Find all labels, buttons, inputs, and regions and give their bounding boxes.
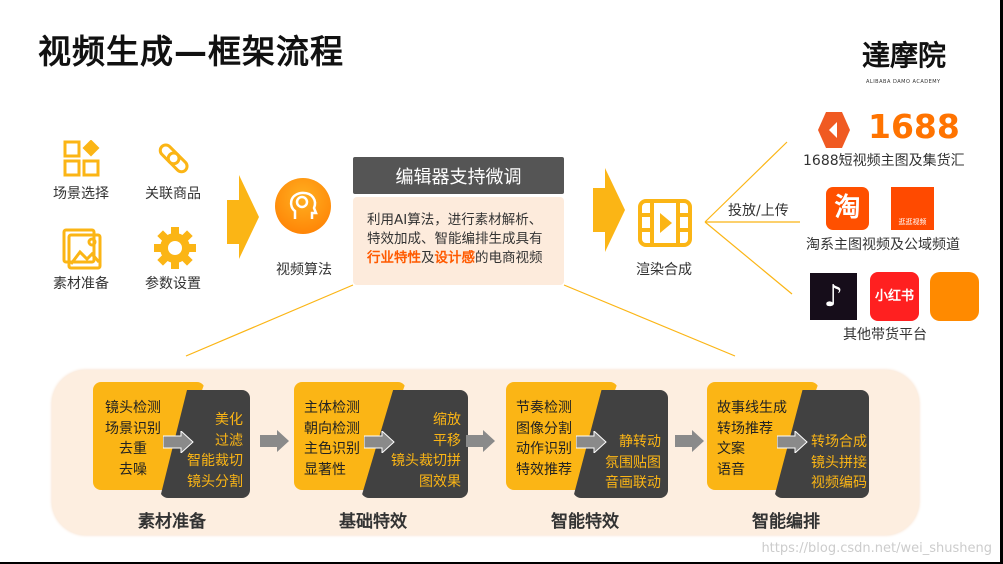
- logo-text: 逛逛视频: [898, 218, 927, 226]
- flow-arrow-head: [605, 168, 625, 252]
- text: 的电商视频: [475, 250, 543, 266]
- inner-arrow-icon: [576, 431, 607, 453]
- editor-header: 编辑器支持微调: [353, 157, 564, 194]
- editor-line: 利用AI算法，进行素材解析、: [367, 212, 543, 228]
- flow-arrow: [227, 200, 239, 244]
- input-label: 关联商品: [145, 186, 201, 202]
- input-label: 素材准备: [53, 276, 109, 292]
- stage-arrow-icon: [260, 430, 289, 452]
- stage-input-item: 镜头检测: [105, 400, 161, 416]
- stage-output-item: 图效果: [419, 473, 461, 490]
- page-title: 视频生成—框架流程: [38, 32, 344, 71]
- stage-input-item: 故事线生成: [717, 400, 787, 416]
- stage-title: 智能特效: [551, 512, 619, 532]
- platform-caption: 其他带货平台: [843, 327, 927, 343]
- stage-output-item: 视频编码: [811, 475, 867, 491]
- flow-arrow: [593, 188, 605, 232]
- stage-output-item: 静转动: [619, 434, 661, 450]
- logo-1688-icon: [818, 112, 850, 148]
- highlight: 设计感: [434, 250, 476, 266]
- highlight: 行业特性: [367, 250, 421, 266]
- text: 及: [421, 250, 435, 266]
- stage-input-item: 主色识别: [304, 441, 360, 457]
- film-play-icon: [638, 199, 692, 247]
- stage-input-item: 文案: [717, 441, 745, 457]
- stage-output-item: 音画联动: [605, 475, 661, 491]
- inner-arrow-icon: [364, 431, 395, 453]
- stage-input-item: 图像分割: [516, 420, 572, 437]
- damo-logo-sub: ALIBABA DAMO ACADEMY: [866, 79, 941, 85]
- platform-caption: 淘系主图视频及公域频道: [806, 237, 960, 253]
- stage-input-item: 去噪: [119, 461, 147, 478]
- stage-input-item: 动作识别: [516, 441, 572, 457]
- stage-input-item: 节奏检测: [516, 400, 572, 416]
- damo-logo: 達摩院: [862, 39, 947, 72]
- watermark: https://blog.csdn.net/wei_shusheng: [761, 540, 992, 556]
- stage-output-list: 静转动氛围贴图音画联动: [605, 432, 661, 494]
- stage-arrow-icon: [675, 430, 704, 452]
- stage-output-item: 转场合成: [811, 434, 867, 450]
- kuaishou-logo: [930, 272, 979, 321]
- stage-input-list: 故事线生成转场推荐文案语音: [717, 398, 787, 480]
- gear-icon: [154, 227, 196, 269]
- stage-output-item: 平移: [433, 432, 461, 449]
- stage-output-item: 智能裁切: [187, 453, 243, 469]
- input-label: 参数设置: [145, 276, 201, 292]
- stage-output-item: 镜头分割: [187, 473, 243, 490]
- stage-output-item: 镜头裁切拼: [391, 453, 461, 469]
- input-label: 场景选择: [53, 186, 109, 202]
- stage-input-item: 场景识别: [105, 420, 161, 437]
- link-icon: [158, 143, 189, 174]
- taobao-logo: 淘: [826, 187, 869, 230]
- brain-head-icon: [275, 178, 331, 234]
- platform-caption: 1688短视频主图及集货汇: [803, 153, 965, 169]
- stage-input-item: 去重: [119, 441, 147, 457]
- stage-input-item: 朝向检测: [304, 420, 360, 437]
- stage-output-list: 转场合成镜头拼接视频编码: [811, 432, 867, 494]
- stage-input-item: 转场推荐: [717, 420, 773, 437]
- stage-output-item: 缩放: [433, 412, 461, 428]
- stage-output-list: 缩放平移镜头裁切拼图效果: [391, 410, 461, 492]
- stage-output-list: 美化过滤智能裁切镜头分割: [187, 410, 243, 492]
- stage-input-item: 特效推荐: [516, 461, 572, 478]
- flow-arrow-head: [239, 175, 259, 259]
- render-label: 渲染合成: [636, 262, 692, 278]
- stage-output-item: 氛围贴图: [605, 454, 661, 471]
- distribute-label: 投放/上传: [728, 203, 789, 219]
- stage-input-item: 显著性: [304, 461, 346, 478]
- inner-arrow-icon: [163, 431, 194, 453]
- stage-title: 基础特效: [339, 512, 407, 532]
- guangguang-logo: 逛逛视频: [891, 187, 934, 230]
- stage-input-item: 主体检测: [304, 400, 360, 416]
- grid-icon: [63, 140, 100, 177]
- stage-output-item: 镜头拼接: [811, 454, 867, 471]
- editor-line: 特效加成、智能编排生成具有: [367, 231, 543, 247]
- stage-title: 智能编排: [752, 512, 820, 532]
- stage-arrow-icon: [466, 430, 495, 452]
- stage-input-list: 节奏检测图像分割动作识别特效推荐: [516, 398, 572, 480]
- editor-description: 利用AI算法，进行素材解析、 特效加成、智能编排生成具有 行业特性及设计感的电商…: [353, 197, 564, 285]
- inner-arrow-icon: [777, 431, 808, 453]
- stage-input-list: 主体检测朝向检测主色识别显著性: [304, 398, 360, 480]
- stage-output-item: 美化: [215, 412, 243, 428]
- xiaohongshu-logo: 小红书: [870, 272, 919, 321]
- stage-input-item: 语音: [717, 461, 745, 478]
- douyin-logo: ♪: [810, 273, 857, 320]
- stage-title: 素材准备: [138, 512, 206, 532]
- algorithm-label: 视频算法: [276, 262, 332, 278]
- stage-input-list: 镜头检测场景识别去重去噪: [103, 398, 163, 480]
- image-icon: [62, 228, 102, 270]
- logo-1688: 1688: [868, 107, 960, 146]
- stage-output-item: 过滤: [215, 432, 243, 449]
